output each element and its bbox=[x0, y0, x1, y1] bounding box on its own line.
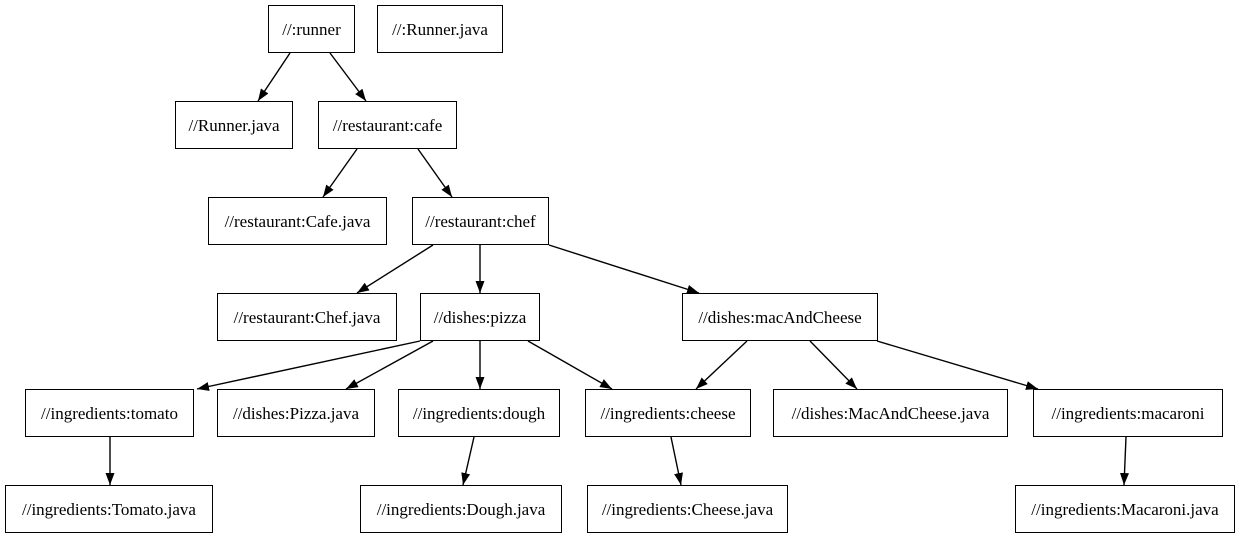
edge-mac-and-cheese-to-macaroni bbox=[876, 340, 1039, 390]
node-chef-java: //restaurant:Chef.java bbox=[217, 293, 397, 341]
node-cafe: //restaurant:cafe bbox=[318, 101, 457, 149]
edge-pizza-to-cheese bbox=[527, 340, 613, 390]
node-pizza-java: //dishes:Pizza.java bbox=[217, 389, 375, 437]
edge-macaroni-to-macaroni-java bbox=[1120, 436, 1129, 486]
node-macaroni-java: //ingredients:Macaroni.java bbox=[1015, 485, 1235, 533]
edge-chef-to-mac-and-cheese bbox=[548, 244, 700, 294]
node-runner-java: //Runner.java bbox=[175, 101, 293, 149]
edge-pizza-to-pizza-java bbox=[345, 340, 434, 390]
node-dough: //ingredients:dough bbox=[398, 389, 560, 437]
edge-cafe-to-cafe-java bbox=[322, 148, 358, 198]
edge-runner-to-runner-java bbox=[257, 52, 291, 102]
node-mac-and-cheese-java: //dishes:MacAndCheese.java bbox=[773, 389, 1008, 437]
node-cheese: //ingredients:cheese bbox=[585, 389, 751, 437]
edge-chef-to-chef-java bbox=[356, 244, 434, 294]
node-cafe-java: //restaurant:Cafe.java bbox=[208, 197, 387, 245]
edge-cafe-to-chef bbox=[417, 148, 453, 198]
node-tomato-java: //ingredients:Tomato.java bbox=[5, 485, 213, 533]
node-runner: //:runner bbox=[268, 5, 355, 53]
node-macaroni: //ingredients:macaroni bbox=[1033, 389, 1223, 437]
edge-pizza-to-tomato bbox=[196, 340, 421, 391]
edge-mac-and-cheese-to-cheese bbox=[695, 340, 748, 390]
node-chef: //restaurant:chef bbox=[412, 197, 549, 245]
edge-dough-to-dough-java bbox=[461, 436, 475, 486]
node-runner-java-top: //:Runner.java bbox=[377, 5, 503, 53]
edge-runner-to-cafe bbox=[329, 52, 367, 102]
node-tomato: //ingredients:tomato bbox=[25, 389, 194, 437]
node-cheese-java: //ingredients:Cheese.java bbox=[587, 485, 788, 533]
edge-mac-and-cheese-to-mac-and-cheese-java bbox=[809, 340, 858, 390]
edge-cheese-to-cheese-java bbox=[670, 436, 683, 486]
node-dough-java: //ingredients:Dough.java bbox=[360, 485, 562, 533]
node-pizza: //dishes:pizza bbox=[420, 293, 540, 341]
node-mac-and-cheese: //dishes:macAndCheese bbox=[682, 293, 878, 341]
